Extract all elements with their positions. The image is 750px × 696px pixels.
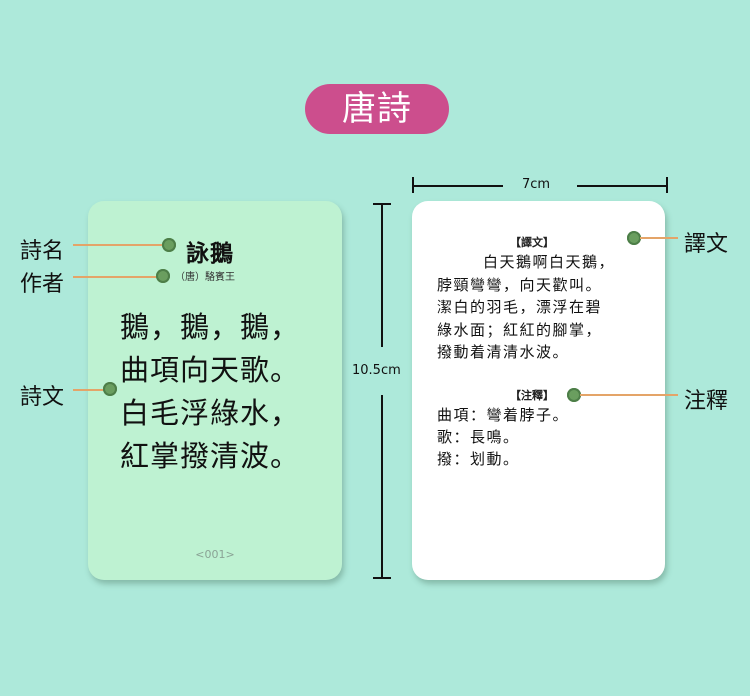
callout-notes: 注釋 <box>684 389 729 414</box>
connector-dot-icon <box>567 388 581 402</box>
notes-text: 曲項：彎着脖子。 歌：長鳴。 撥：划動。 <box>437 404 569 470</box>
callout-poem-text: 詩文 <box>20 385 65 410</box>
connector-dot-icon <box>156 269 170 283</box>
connector-line <box>580 394 678 396</box>
connector-line <box>73 389 107 391</box>
note-line: 撥：划動。 <box>437 450 520 468</box>
dimension-line <box>413 185 503 187</box>
translation-line: 潔白的羽毛，漂浮在碧 <box>437 298 603 316</box>
poem-line: 白毛浮綠水， <box>120 396 301 430</box>
dimension-tick <box>373 577 391 579</box>
translation-heading: 【譯文】 <box>510 236 554 249</box>
width-dimension-label: 7cm <box>522 177 551 192</box>
translation-line: 綠水面；紅紅的腳掌， <box>437 320 603 339</box>
callout-poem-name: 詩名 <box>20 239 65 264</box>
poem-line: 鵝，鵝，鵝， <box>120 310 301 344</box>
dimension-line <box>577 185 667 187</box>
connector-line <box>73 244 169 246</box>
callout-author: 作者 <box>20 272 65 297</box>
connector-line <box>73 276 159 278</box>
poem-line: 曲項向天歌。 <box>120 353 301 387</box>
note-line: 曲項：彎着脖子。 <box>437 406 570 424</box>
dimension-line <box>381 395 383 578</box>
card-code: <001> <box>195 548 235 561</box>
front-card <box>88 201 342 580</box>
connector-dot-icon <box>103 382 117 396</box>
dimension-line <box>381 204 383 347</box>
translation-text: 白天鵝啊白天鵝， 脖頸彎彎，向天歡叫。 潔白的羽毛，漂浮在碧 綠水面；紅紅的腳掌… <box>437 251 647 364</box>
height-dimension-label: 10.5cm <box>352 363 401 378</box>
poem-text: 鵝，鵝，鵝， 曲項向天歌。 白毛浮綠水， 紅掌撥清波。 <box>120 306 335 478</box>
callout-translation: 譯文 <box>684 232 729 257</box>
connector-line <box>640 237 678 239</box>
note-line: 歌：長鳴。 <box>437 428 520 446</box>
connector-dot-icon <box>627 231 641 245</box>
translation-line: 脖頸彎彎，向天歡叫。 <box>437 275 603 294</box>
notes-heading: 【注釋】 <box>510 389 554 402</box>
poem-title: 詠鵝 <box>186 241 234 267</box>
page-title: 唐詩 <box>305 84 449 134</box>
translation-line: 撥動着清清水波。 <box>437 343 570 361</box>
dimension-tick <box>666 177 668 193</box>
connector-dot-icon <box>162 238 176 252</box>
translation-line: 白天鵝啊白天鵝， <box>483 253 616 271</box>
poem-author: （唐）駱賓王 <box>175 272 235 283</box>
poem-line: 紅掌撥清波。 <box>120 439 301 473</box>
back-card <box>412 201 665 580</box>
